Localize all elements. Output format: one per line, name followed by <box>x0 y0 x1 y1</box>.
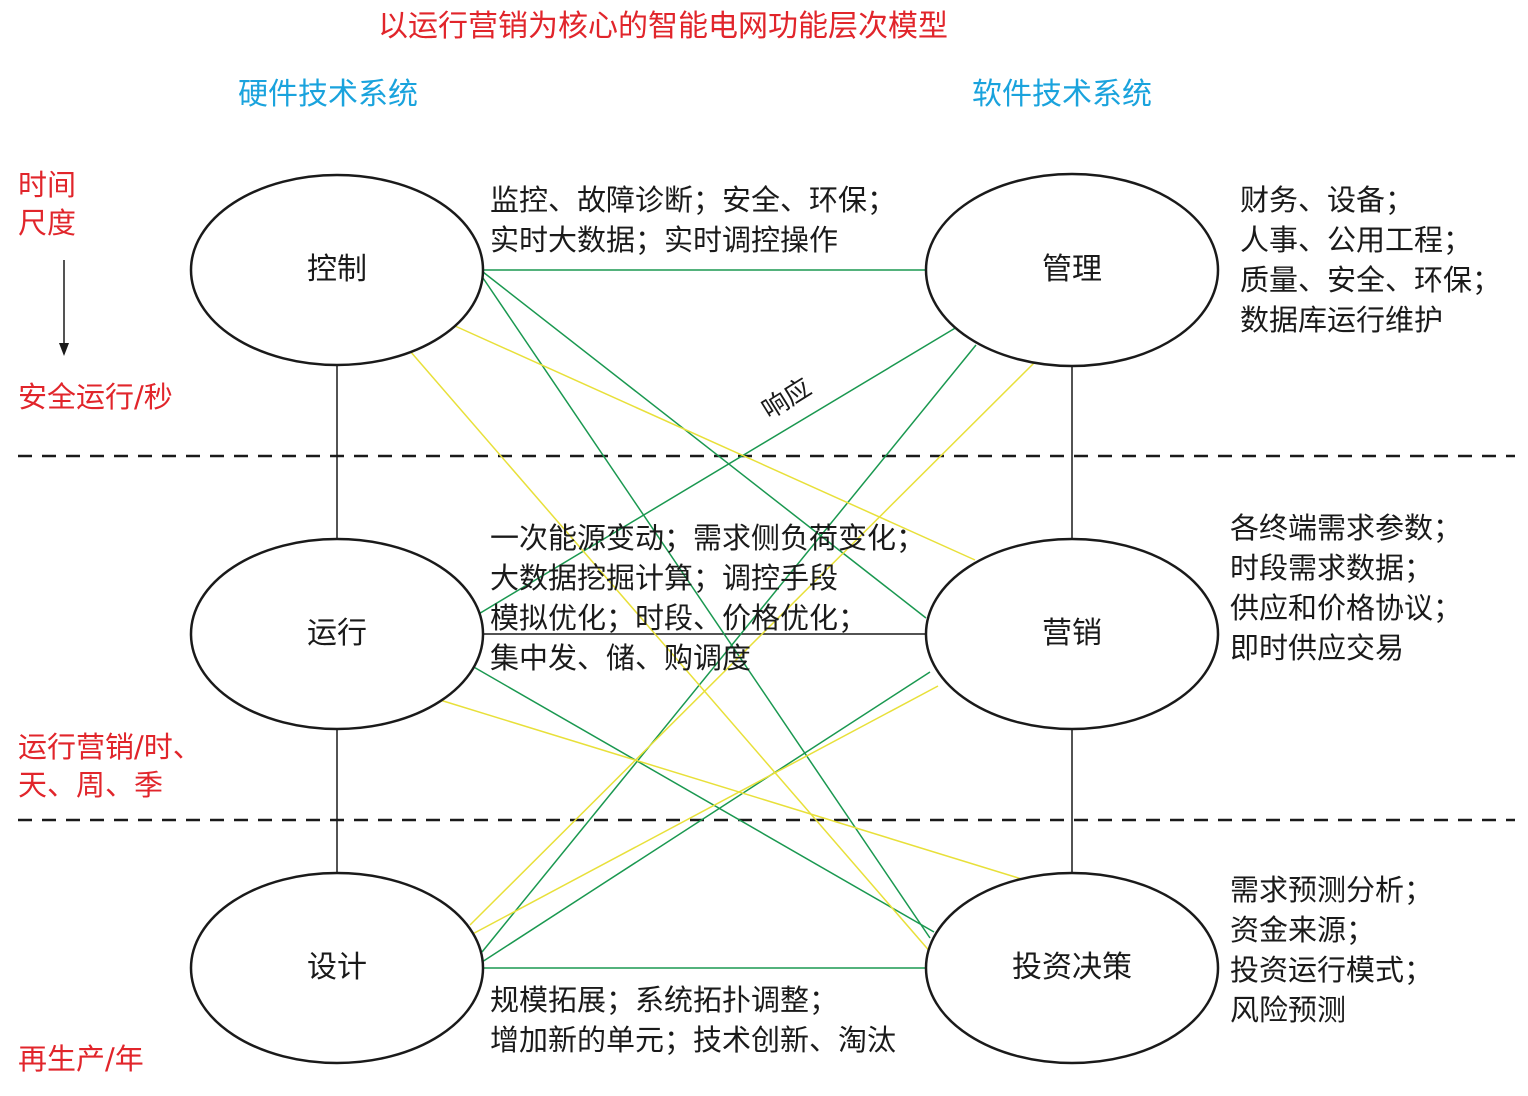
time-level-years: 再生产/年 <box>18 1042 144 1076</box>
node-control-label: 控制 <box>307 252 367 287</box>
time-arrow-head <box>59 343 69 356</box>
desc-top-middle-line: 实时大数据；实时调控操作 <box>490 223 839 257</box>
yellow-operation-management <box>439 699 1026 881</box>
desc-bottom-middle-line: 规模拓展；系统拓扑调整； <box>490 983 839 1017</box>
software-system-label: 软件技术系统 <box>972 77 1152 112</box>
desc-middle-middle-line: 模拟优化；时段、价格优化； <box>490 601 868 635</box>
time-level-periods-line1: 运行营销/时、 <box>18 730 202 764</box>
desc-top-middle: 监控、故障诊断；安全、环保； 实时大数据；实时调控操作 <box>490 180 896 260</box>
node-management-shape <box>924 172 1220 368</box>
green-operation-investment <box>471 665 935 933</box>
diagram-title: 以运行营销为核心的智能电网功能层次模型 <box>378 9 948 44</box>
time-scale-heading-line1: 时间 <box>18 168 77 202</box>
desc-investment-right: 需求预测分析； 资金来源； 投资运行模式； 风险预测 <box>1230 870 1433 1030</box>
yellow-design-management <box>469 361 1036 926</box>
yellow-control-marketing <box>454 325 976 561</box>
desc-investment-line: 需求预测分析； <box>1230 873 1434 907</box>
node-marketing-label: 营销 <box>1042 616 1102 651</box>
time-scale-heading-line2: 尺度 <box>18 206 77 240</box>
hardware-system-label: 硬件技术系统 <box>238 77 418 112</box>
desc-investment-line: 资金来源； <box>1230 913 1376 947</box>
time-scale-heading: 时间 尺度 <box>18 166 76 242</box>
desc-marketing-line: 时段需求数据； <box>1230 551 1434 585</box>
node-investment-label: 投资决策 <box>1012 950 1132 985</box>
green-design-management <box>481 344 977 953</box>
node-design-shape <box>189 871 485 1065</box>
desc-middle-middle-line: 大数据挖掘计算；调控手段 <box>490 561 839 595</box>
desc-marketing-line: 各终端需求参数； <box>1230 511 1463 545</box>
desc-marketing-line: 供应和价格协议； <box>1230 591 1463 625</box>
desc-management-line: 财务、设备； <box>1240 183 1415 217</box>
green-design-marketing <box>481 671 931 963</box>
desc-investment-line: 风险预测 <box>1230 993 1347 1027</box>
desc-management-right: 财务、设备； 人事、公用工程； 质量、安全、环保； 数据库运行维护 <box>1240 180 1501 340</box>
desc-management-line: 数据库运行维护 <box>1240 303 1444 337</box>
desc-marketing-line: 即时供应交易 <box>1230 631 1405 665</box>
desc-bottom-middle-line: 增加新的单元；技术创新、淘汰 <box>490 1023 897 1057</box>
time-level-seconds: 安全运行/秒 <box>18 380 173 414</box>
time-level-periods-line2: 天、周、季 <box>18 768 164 802</box>
desc-management-line: 质量、安全、环保； <box>1240 263 1502 297</box>
desc-bottom-middle: 规模拓展；系统拓扑调整； 增加新的单元；技术创新、淘汰 <box>490 980 896 1060</box>
desc-middle-middle: 一次能源变动；需求侧负荷变化； 大数据挖掘计算；调控手段 模拟优化；时段、价格优… <box>490 518 925 678</box>
time-level-periods: 运行营销/时、 天、周、季 <box>18 728 202 804</box>
yellow-design-marketing <box>464 685 939 939</box>
green-control-marketing <box>482 271 927 619</box>
node-marketing-shape <box>924 537 1220 731</box>
yellow-control-investment <box>409 350 933 955</box>
green-operation-management <box>471 323 963 619</box>
node-design-label: 设计 <box>307 950 367 985</box>
desc-investment-line: 投资运行模式； <box>1230 953 1434 987</box>
node-control-shape <box>189 173 485 367</box>
desc-top-middle-line: 监控、故障诊断；安全、环保； <box>490 183 897 217</box>
desc-middle-middle-line: 集中发、储、购调度 <box>490 641 752 675</box>
desc-marketing-right: 各终端需求参数； 时段需求数据； 供应和价格协议； 即时供应交易 <box>1230 508 1462 668</box>
yellow-links <box>409 325 1036 955</box>
node-investment-shape <box>924 871 1220 1065</box>
node-management-label: 管理 <box>1042 252 1102 287</box>
desc-middle-middle-line: 一次能源变动；需求侧负荷变化； <box>490 521 926 555</box>
node-operation-label: 运行 <box>307 616 367 651</box>
desc-management-line: 人事、公用工程； <box>1240 223 1473 257</box>
node-operation-shape <box>189 537 485 731</box>
